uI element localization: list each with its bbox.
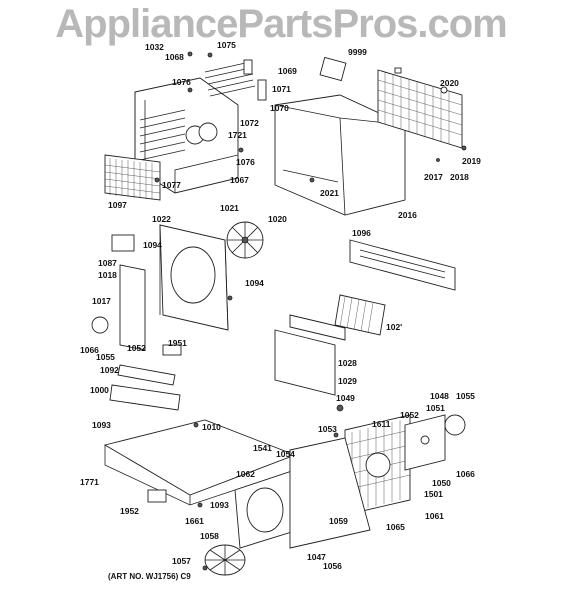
part-label: 1066: [456, 469, 475, 479]
part-label: 1071: [272, 84, 291, 94]
part-label: 1067: [230, 175, 249, 185]
part-label: 1771: [80, 477, 99, 487]
fan-shroud[interactable]: [159, 224, 229, 331]
fan-blade[interactable]: [226, 221, 264, 259]
front-grille[interactable]: [104, 154, 161, 201]
part-label: 102': [386, 322, 403, 332]
upper-rail[interactable]: [349, 239, 456, 291]
part-label: 1021: [220, 203, 239, 213]
louver-set[interactable]: [204, 59, 267, 101]
part-label: 1029: [338, 376, 357, 386]
control-panel-parts[interactable]: [109, 344, 182, 411]
part-label: 2018: [450, 172, 469, 182]
part-label: 1058: [200, 531, 219, 541]
part-label: 1047: [307, 552, 326, 562]
part-label: 2021: [320, 188, 339, 198]
part-label: 1055: [456, 391, 475, 401]
part-label: 1951: [168, 338, 187, 348]
part-label: 1094: [143, 240, 162, 250]
part-label: 1017: [92, 296, 111, 306]
part-label: 1049: [336, 393, 355, 403]
part-label: 1541: [253, 443, 272, 453]
part-label: 1050: [432, 478, 451, 488]
part-label: 1022: [152, 214, 171, 224]
part-label: 2020: [440, 78, 459, 88]
part-label: 9999: [348, 47, 367, 57]
part-label: 1052: [400, 410, 419, 420]
part-label: 1096: [352, 228, 371, 238]
part-label: 1952: [120, 506, 139, 516]
part-label: 1721: [228, 130, 247, 140]
part-label: 1661: [185, 516, 204, 526]
front-cover-assembly[interactable]: [134, 77, 239, 194]
part-label: 1059: [329, 516, 348, 526]
part-label: 1070: [270, 103, 289, 113]
part-label: 1077: [162, 180, 181, 190]
part-label: 1028: [338, 358, 357, 368]
part-label: 1053: [318, 424, 337, 434]
control-bracket[interactable]: [91, 234, 146, 351]
blower-housing[interactable]: [234, 437, 371, 549]
blower-wheel[interactable]: [202, 544, 246, 576]
part-label: 1054: [276, 449, 295, 459]
watermark: AppliancePartsPros.com: [55, 2, 508, 46]
part-label: 1093: [92, 420, 111, 430]
part-label: 1076: [172, 77, 191, 87]
part-label: 1069: [278, 66, 297, 76]
cabinet[interactable]: [274, 94, 406, 216]
art-number: (ART NO. WJ1756) C9: [108, 572, 191, 581]
part-label: 1056: [323, 561, 342, 571]
part-label: 1097: [108, 200, 127, 210]
part-label: 1092: [100, 365, 119, 375]
part-label: 1018: [98, 270, 117, 280]
part-label: 1010: [202, 422, 221, 432]
part-label: 1052: [127, 343, 146, 353]
part-label: 1068: [165, 52, 184, 62]
compressor-assembly[interactable]: [404, 414, 466, 471]
part-label: 1048: [430, 391, 449, 401]
part-label: 1075: [217, 40, 236, 50]
part-label: 1062: [236, 469, 255, 479]
part-label: 1032: [145, 42, 164, 52]
part-label: 1087: [98, 258, 117, 268]
part-label: 1000: [90, 385, 109, 395]
part-label: 2016: [398, 210, 417, 220]
part-label: 1076: [236, 157, 255, 167]
small-hardware: [154, 51, 344, 508]
part-label: 1057: [172, 556, 191, 566]
part-label: 1061: [425, 511, 444, 521]
label-card[interactable]: [319, 56, 347, 82]
part-label: 2019: [462, 156, 481, 166]
part-label: 1051: [426, 403, 445, 413]
part-label: 1020: [268, 214, 287, 224]
part-label: 1072: [240, 118, 259, 128]
part-label: 1093: [210, 500, 229, 510]
base-partition[interactable]: [274, 314, 346, 396]
rear-grille[interactable]: [377, 67, 467, 162]
evaporator-coil[interactable]: [334, 294, 386, 336]
part-label: 1065: [386, 522, 405, 532]
part-label: 1501: [424, 489, 443, 499]
condenser-coil[interactable]: [344, 414, 411, 516]
part-label: 1055: [96, 352, 115, 362]
part-label: 2017: [424, 172, 443, 182]
part-label: 1094: [245, 278, 264, 288]
part-label: 1066: [80, 345, 99, 355]
part-label: 1611: [372, 419, 391, 429]
